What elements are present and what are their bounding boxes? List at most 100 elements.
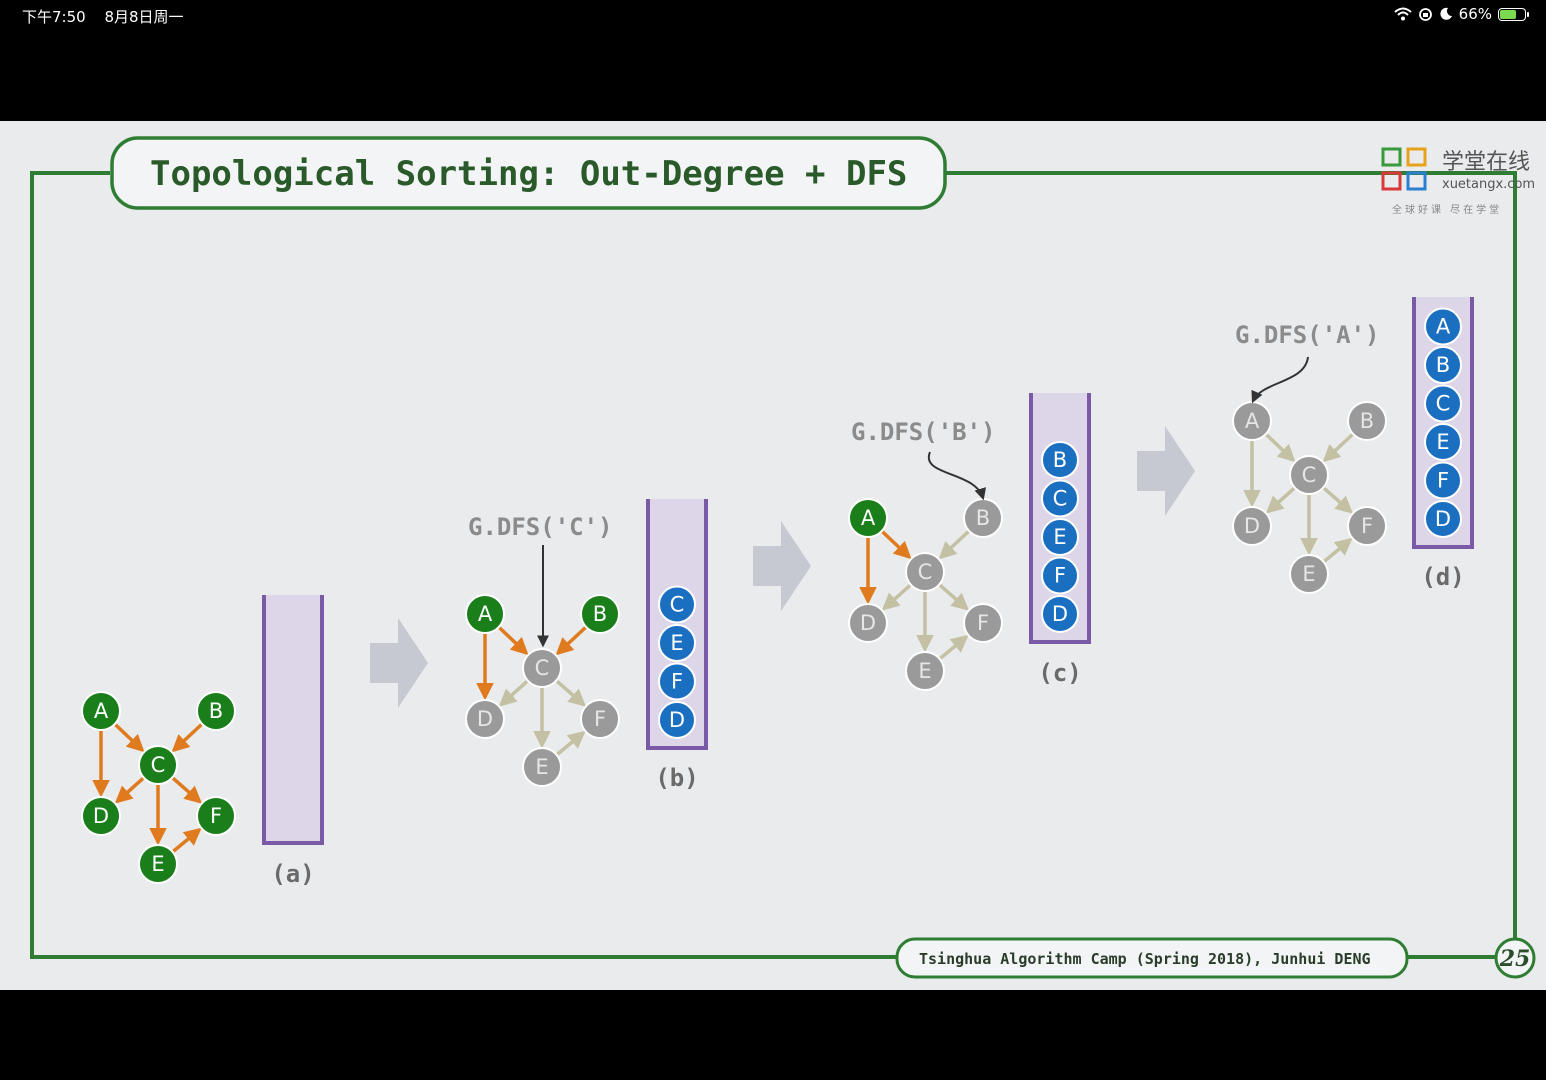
stack-outline (262, 595, 324, 845)
flow-arrow-1 (370, 618, 428, 708)
node-C: C (1289, 455, 1329, 495)
stack-item-circle (1041, 479, 1079, 518)
node-label: C (151, 753, 166, 777)
graph-c: A B C D F E (848, 498, 1003, 691)
panel-label-c: (c) (1038, 659, 1081, 687)
edge-A-C (881, 530, 912, 560)
node-C: C (522, 648, 562, 688)
stack-outline (1029, 393, 1091, 644)
title-box: Topological Sorting: Out-Degree + DFS (110, 136, 947, 210)
node-B: B (580, 594, 620, 634)
node-D: D (1232, 506, 1272, 546)
edge-C-F (938, 583, 970, 611)
node-E: E (1289, 554, 1329, 594)
slide-title: Topological Sorting: Out-Degree + DFS (150, 154, 907, 194)
stack-item-label: A (1436, 315, 1451, 339)
node-circle (963, 603, 1003, 643)
node-circle (522, 747, 562, 787)
stack-item-circle (658, 585, 696, 624)
bottom-letterbox (0, 990, 1546, 1080)
edge-E-F (939, 634, 969, 660)
stack-item-label: C (670, 593, 685, 617)
node-label: F (977, 611, 989, 635)
node-A: A (465, 594, 505, 634)
status-bar: 下午7:50 8月8日周一 66% (0, 0, 1546, 32)
node-label: E (918, 659, 931, 683)
node-circle (465, 699, 505, 739)
page-number-badge (1494, 937, 1536, 979)
footer-text: Tsinghua Algorithm Camp (Spring 2018), J… (919, 950, 1371, 968)
stack-outline (646, 499, 708, 750)
edge-B-C (1322, 433, 1354, 463)
node-circle (81, 691, 121, 731)
wifi-icon (1393, 7, 1412, 21)
dfs-call-d: G.DFS('A') (1235, 321, 1380, 349)
edge-A-C (114, 723, 145, 753)
edge-C-D (114, 777, 145, 804)
stack-item: A (1424, 307, 1462, 346)
edge-B-C (171, 723, 203, 753)
node-label: C (1302, 463, 1317, 487)
node-F: F (1347, 506, 1387, 546)
edge-C-F (555, 679, 587, 707)
node-circle (138, 844, 178, 884)
node-label: D (477, 707, 493, 731)
node-circle (1289, 455, 1329, 495)
stack-item-circle (658, 624, 696, 662)
node-circle (905, 552, 945, 592)
flow-arrow-2 (753, 521, 811, 611)
node-label: A (1245, 409, 1260, 433)
stack-item: D (1041, 595, 1079, 633)
node-A: A (81, 691, 121, 731)
orientation-lock-icon (1418, 7, 1432, 21)
node-label: F (210, 804, 222, 828)
node-circle (465, 594, 505, 634)
node-D: D (81, 796, 121, 836)
stack-outline (1412, 297, 1474, 549)
edge-B-C (938, 530, 970, 560)
node-F: F (963, 603, 1003, 643)
stack-item-label: E (670, 631, 683, 655)
stack-item-label: C (1053, 487, 1068, 511)
node-label: F (594, 707, 606, 731)
node-label: E (151, 852, 164, 876)
edge-A-C (1265, 433, 1296, 463)
node-A: A (848, 498, 888, 538)
node-D: D (848, 603, 888, 643)
logo-chinese: 学堂在线 (1442, 150, 1530, 175)
flow-arrow-3 (1137, 426, 1195, 516)
stack-item-circle (1424, 500, 1462, 538)
node-circle (196, 691, 236, 731)
stack-item: B (1424, 346, 1462, 384)
node-label: A (861, 506, 876, 530)
stack-item: E (1424, 423, 1462, 461)
node-E: E (522, 747, 562, 787)
edge-C-D (881, 584, 912, 611)
dfs-call-b: G.DFS('C') (468, 513, 613, 541)
edge-A-C (498, 626, 529, 656)
stack-item: C (658, 585, 696, 624)
node-B: B (963, 498, 1003, 538)
node-label: B (593, 602, 607, 626)
node-label: D (860, 611, 876, 635)
footer: Tsinghua Algorithm Camp (Spring 2018), J… (895, 937, 1536, 979)
edge-B-C (555, 626, 587, 656)
dfs-call-c: G.DFS('B') (851, 418, 996, 446)
node-label: D (1244, 514, 1260, 538)
call-pointer-d (1251, 356, 1309, 404)
stack-item: E (1041, 518, 1079, 556)
stack-item-label: D (1435, 507, 1451, 531)
node-circle (1347, 401, 1387, 441)
stack-item: D (658, 701, 696, 739)
status-date: 8月8日周一 (104, 8, 184, 26)
stack-item-circle (1424, 423, 1462, 461)
stack-item: C (1424, 384, 1462, 423)
stack-item: D (1424, 500, 1462, 538)
stack-item-circle (1041, 595, 1079, 633)
node-D: D (465, 699, 505, 739)
node-label: C (918, 560, 933, 584)
moon-icon (1440, 7, 1452, 20)
